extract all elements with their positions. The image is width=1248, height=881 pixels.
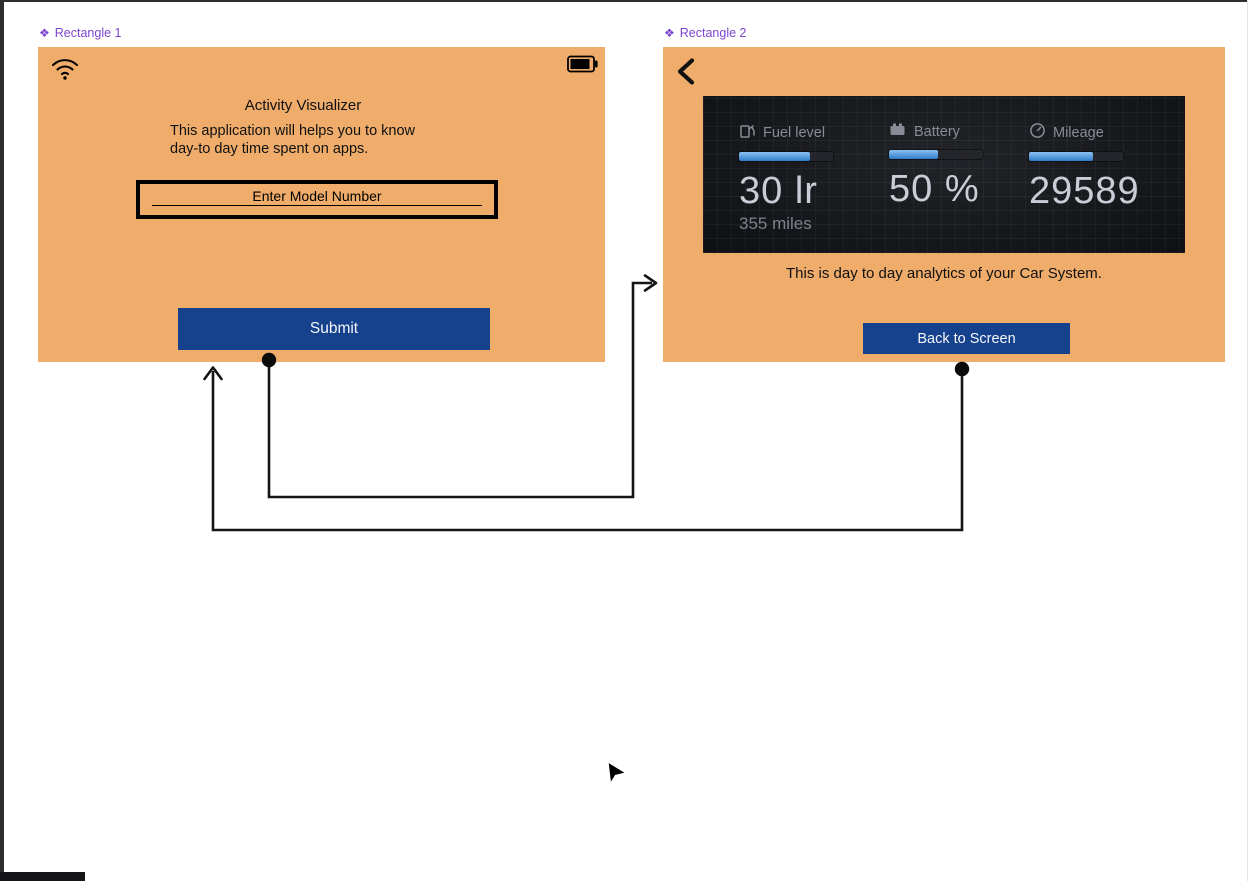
wifi-icon (50, 55, 80, 87)
component-icon: ❖ (664, 26, 675, 40)
input-underline (152, 205, 482, 206)
battery-status-icon (567, 55, 598, 78)
battery-value: 50 % (889, 168, 980, 210)
back-chevron-icon[interactable] (676, 58, 696, 90)
input-placeholder-text: Enter Model Number (252, 188, 382, 204)
screen1-title: Activity Visualizer (244, 97, 362, 114)
connector-back-to-screen1[interactable] (203, 361, 970, 532)
mileage-progress-bar (1029, 152, 1123, 161)
window-corner-bar (0, 872, 85, 881)
fuel-progress-bar (739, 152, 833, 161)
connector-start-dot (954, 361, 970, 377)
fuel-subvalue: 355 miles (739, 214, 812, 233)
component-icon: ❖ (39, 26, 50, 40)
screen-rectangle-2[interactable]: Fuel level 30 lr 355 miles (663, 47, 1225, 362)
metric-mileage: Mileage 29589 (1029, 122, 1179, 210)
mouse-cursor (607, 761, 627, 785)
model-number-input[interactable]: Enter Model Number (136, 180, 498, 219)
metric-battery: Battery 50 % (889, 122, 1019, 208)
canvas-left-edge (0, 0, 4, 881)
screen-rectangle-1[interactable]: Activity Visualizer This application wil… (38, 47, 605, 362)
description-line-1: This application will helps you to know (170, 123, 416, 139)
mileage-value: 29589 (1029, 170, 1140, 212)
submit-button[interactable]: Submit (178, 308, 490, 350)
canvas-top-edge (0, 0, 1248, 2)
fuel-value: 30 lr (739, 170, 818, 212)
metric-fuel: Fuel level 30 lr 355 miles (739, 122, 889, 234)
metric-label: Fuel level (763, 124, 826, 141)
car-dashboard-image: Fuel level 30 lr 355 miles (703, 96, 1185, 253)
metric-label: Battery (914, 123, 960, 140)
frame-label-text: Rectangle 1 (54, 26, 122, 40)
connector-submit-to-screen2[interactable] (261, 274, 658, 499)
frame-label-rectangle-2[interactable]: ❖ Rectangle 2 (664, 26, 746, 40)
battery-icon (889, 122, 907, 141)
screen2-caption: This is day to day analytics of your Car… (786, 265, 1102, 282)
fuel-pump-icon (739, 122, 756, 143)
screen1-description: This application will helps you to know … (170, 123, 415, 158)
gauge-icon (1029, 122, 1046, 143)
submit-button-label: Submit (309, 320, 359, 337)
frame-label-rectangle-1[interactable]: ❖ Rectangle 1 (39, 26, 121, 40)
connector-start-dot (261, 352, 277, 368)
back-button-label: Back to Screen (917, 330, 1016, 347)
description-line-2: day-to day time spent on apps. (170, 140, 369, 157)
battery-progress-bar (889, 150, 983, 159)
frame-label-text: Rectangle 2 (679, 26, 747, 40)
back-to-screen-button[interactable]: Back to Screen (863, 323, 1070, 354)
metric-label: Mileage (1053, 124, 1104, 141)
